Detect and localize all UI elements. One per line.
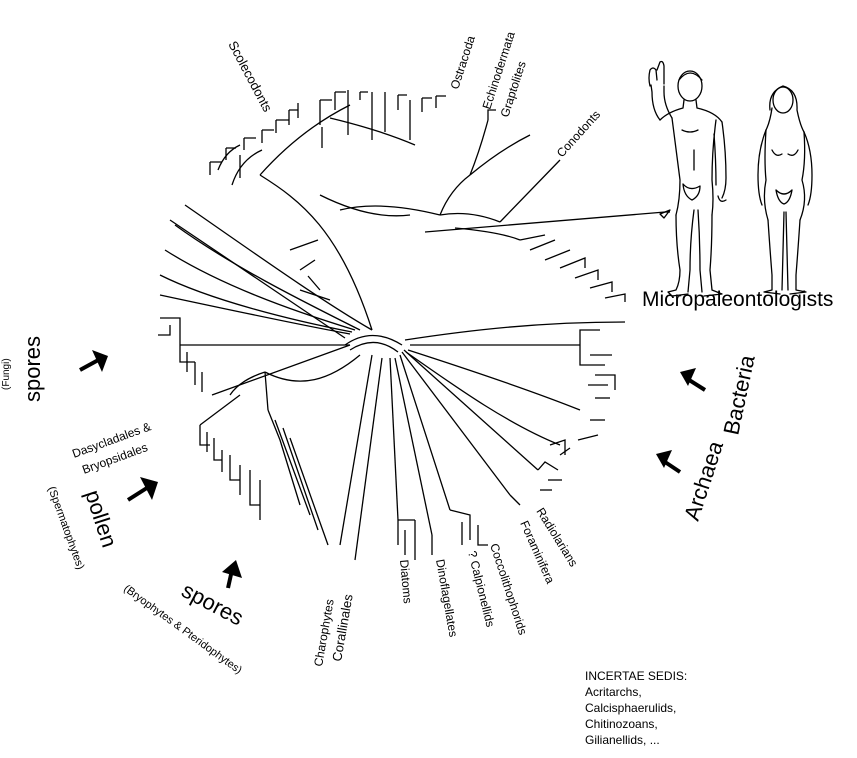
label-diatoms: Diatoms <box>397 559 415 604</box>
label-fungi: (Fungi) <box>1 358 12 390</box>
arrow-left-icon <box>680 368 707 392</box>
incertae-sedis-heading: INCERTAE SEDIS: <box>585 669 688 683</box>
label-spermatophytes: (Spermatophytes) <box>45 485 86 571</box>
phylogenetic-tree <box>158 90 666 561</box>
clade-labels: Scolecodonts Ostracoda Echinodermata Gra… <box>70 30 833 668</box>
fossil-group-labels: spores (Fungi) pollen (Spermatophytes) s… <box>1 336 760 677</box>
incertae-item: Gilianellids, ... <box>585 733 660 747</box>
incertae-item: Calcisphaerulids, <box>585 701 677 715</box>
label-pollen: pollen <box>80 487 122 551</box>
label-scolecodonts: Scolecodonts <box>225 38 275 114</box>
label-ostracoda: Ostracoda <box>448 34 479 91</box>
label-spores-fungi: spores <box>20 336 45 402</box>
label-conodonts: Conodonts <box>554 108 603 161</box>
label-spores-plants: spores <box>178 577 248 630</box>
label-micropaleontologists: Micropaleontologists <box>642 288 833 311</box>
arrow-left-icon <box>656 450 682 474</box>
arrow-up-icon <box>222 560 242 589</box>
human-male-figure <box>648 60 727 297</box>
incertae-sedis-list: INCERTAE SEDIS: Acritarchs, Calcisphaeru… <box>585 668 687 748</box>
incertae-item: Chitinozoans, <box>585 717 658 731</box>
arrow-up-right-icon <box>126 477 158 502</box>
label-bacteria: Bacteria <box>718 352 759 437</box>
arrow-right-icon <box>79 350 108 372</box>
label-dinoflagellates: Dinoflagellates <box>433 558 460 638</box>
incertae-item: Acritarchs, <box>585 685 642 699</box>
label-archaea: Archaea <box>679 437 728 523</box>
human-female-figure <box>757 85 813 295</box>
